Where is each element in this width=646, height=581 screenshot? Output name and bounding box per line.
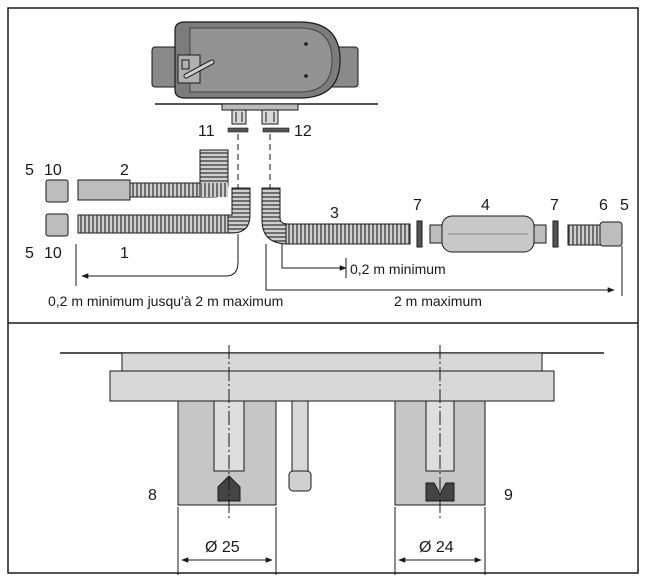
label-8: 8 — [148, 487, 157, 504]
label-1: 1 — [120, 245, 129, 262]
label-10-top: 10 — [44, 162, 62, 179]
dim-dia-left-text: Ø 25 — [205, 539, 240, 556]
heater-connector-stubs — [221, 103, 299, 125]
dim-min-02-text: 0,2 m minimum — [350, 261, 446, 277]
label-7-left: 7 — [413, 197, 422, 214]
clamp-7-left — [416, 220, 423, 248]
hose-2 — [77, 149, 229, 201]
end-pipe-6 — [567, 224, 605, 246]
dim-exhaust-max-text: 2 m maximum — [394, 293, 482, 309]
end-cap-5 — [599, 221, 623, 247]
connector-rod — [288, 400, 312, 492]
outer-frame — [7, 7, 639, 574]
dim-exhaust-max-line — [265, 244, 615, 293]
label-3: 3 — [330, 205, 339, 222]
cap-5-top — [45, 179, 69, 203]
label-5-bottom: 5 — [25, 245, 34, 262]
label-2: 2 — [120, 162, 129, 179]
cap-5-bottom — [45, 213, 69, 237]
dim-min-02-line — [281, 244, 347, 271]
mounting-flange — [109, 352, 555, 402]
silencer-4 — [429, 215, 547, 253]
socket-left-8 — [177, 400, 277, 506]
label-11: 11 — [198, 123, 215, 140]
clamp-7-right — [552, 220, 559, 248]
dim-intake-range-text: 0,2 m minimum jusqu'à 2 m maximum — [48, 293, 283, 309]
heater-unit — [151, 21, 359, 99]
dim-dia-right-text: Ø 24 — [419, 539, 454, 556]
gasket-11 — [227, 127, 249, 133]
label-12: 12 — [294, 123, 312, 140]
label-10-bottom: 10 — [44, 245, 62, 262]
hose-1 — [77, 187, 251, 234]
dim-intake-range-line — [81, 234, 239, 279]
exhaust-hose-3 — [261, 187, 411, 245]
label-6: 6 — [599, 197, 608, 214]
label-4: 4 — [481, 197, 490, 214]
label-5-top: 5 — [25, 162, 34, 179]
gasket-12 — [262, 127, 290, 133]
label-7-right: 7 — [550, 197, 559, 214]
label-5-right: 5 — [620, 197, 629, 214]
label-9: 9 — [504, 487, 513, 504]
